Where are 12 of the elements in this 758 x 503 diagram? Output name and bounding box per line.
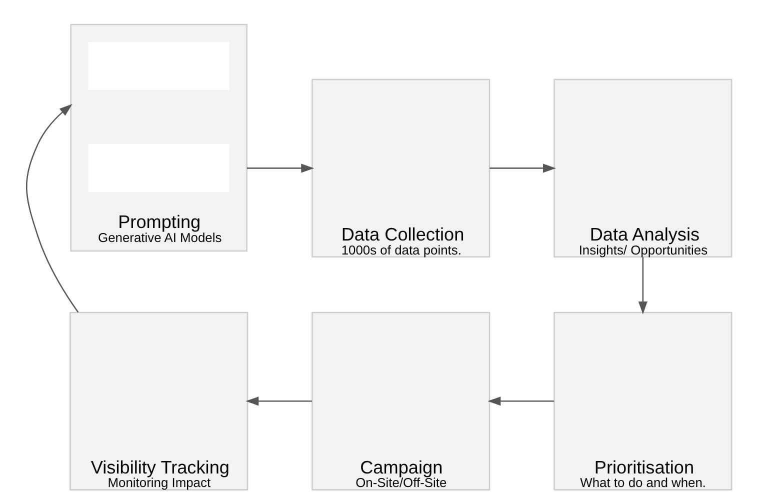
node-box: Data Collection 1000s of data points. — [312, 78, 490, 257]
arrow — [488, 396, 554, 406]
arrow — [246, 396, 312, 406]
arrow — [638, 256, 648, 314]
node-box: Campaign On-Site/Off-Site — [312, 311, 490, 490]
node-box: Visibility Tracking Monitoring Impact — [70, 311, 248, 490]
arrow — [26, 104, 79, 312]
arrow — [490, 163, 556, 172]
node-box: Data Analysis Insights/ Opportunities — [554, 78, 732, 257]
arrow — [246, 163, 314, 172]
cluster: Prompting Generative AI Models — [70, 23, 248, 252]
node-box: Prioritisation What to do and when. — [554, 311, 732, 490]
